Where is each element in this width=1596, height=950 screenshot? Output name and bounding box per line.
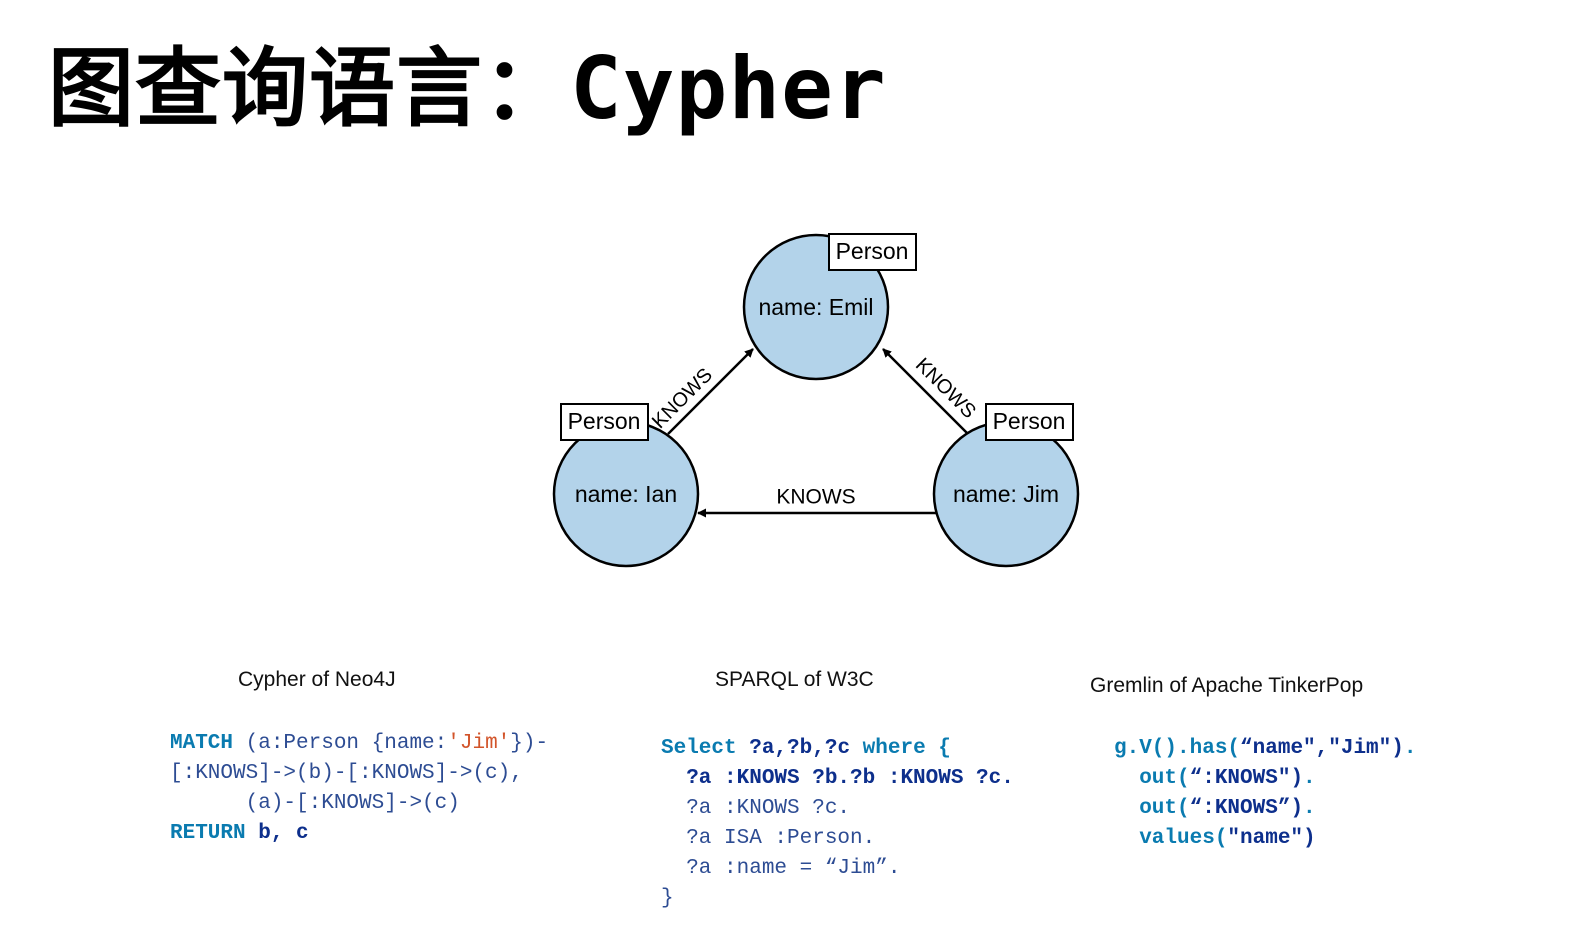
code-gremlin: g.V().has(“name","Jim"). out(“:KNOWS"). … bbox=[1114, 734, 1416, 854]
node-ian-text: name: Ian bbox=[575, 481, 677, 507]
node-jim-text: name: Jim bbox=[953, 481, 1059, 507]
gremlin-line3-end: . bbox=[1303, 797, 1316, 820]
label-emil: Person bbox=[836, 238, 909, 264]
gremlin-line2-fn: out( bbox=[1114, 767, 1190, 790]
label-box-jim bbox=[985, 403, 1074, 441]
code-cypher: MATCH (a:Person {name:'Jim'})- [:KNOWS]-… bbox=[170, 729, 548, 849]
cypher-line1-a: (a:Person {name: bbox=[233, 732, 448, 755]
gremlin-line4-args: "name") bbox=[1227, 827, 1316, 850]
title-chinese: 图查询语言： bbox=[48, 39, 570, 139]
label-box-emil bbox=[828, 233, 917, 271]
edge-label-ian-emil: KNOWS bbox=[648, 364, 717, 433]
edge-label-jim-ian: KNOWS bbox=[776, 486, 855, 509]
label-box-ian bbox=[560, 403, 649, 441]
edge-jim-emil bbox=[882, 348, 969, 435]
cypher-line3: (a)-[:KNOWS]->(c) bbox=[170, 792, 460, 815]
caption-gremlin: Gremlin of Apache TinkerPop bbox=[1090, 674, 1364, 697]
gremlin-line1-end: . bbox=[1403, 737, 1417, 760]
sparql-line5: ?a :name = “Jim”. bbox=[661, 857, 901, 880]
sparql-line6: } bbox=[661, 887, 674, 910]
caption-sparql: SPARQL of W3C bbox=[715, 668, 874, 691]
sparql-line3: ?a :KNOWS ?c. bbox=[661, 797, 851, 820]
gremlin-line4-fn: values( bbox=[1114, 827, 1228, 850]
code-sparql: Select ?a,?b,?c where { ?a :KNOWS ?b.?b … bbox=[661, 734, 1014, 914]
sparql-where-keyword: where { bbox=[862, 737, 951, 760]
gremlin-line1-args: “name","Jim") bbox=[1240, 737, 1404, 760]
edge-ian-emil bbox=[667, 348, 754, 435]
sparql-select-keyword: Select bbox=[661, 737, 737, 760]
title-cypher: Cypher bbox=[570, 39, 887, 139]
gremlin-line3-fn: out( bbox=[1114, 797, 1190, 820]
label-ian: Person bbox=[568, 408, 641, 434]
gremlin-line2-args: “:KNOWS") bbox=[1189, 767, 1304, 790]
gremlin-line1-fn: g.V().has( bbox=[1114, 737, 1241, 760]
cypher-line1-b: })- bbox=[510, 732, 549, 755]
gremlin-line3-args: “:KNOWS”) bbox=[1189, 797, 1304, 820]
node-emil-text: name: Emil bbox=[758, 294, 873, 320]
cypher-return-keyword: RETURN bbox=[170, 822, 246, 845]
cypher-line1-string: 'Jim' bbox=[447, 732, 511, 755]
sparql-line1-vars: ?a,?b,?c bbox=[736, 737, 863, 760]
sparql-line4: ?a ISA :Person. bbox=[661, 827, 876, 850]
cypher-match-keyword: MATCH bbox=[170, 732, 234, 755]
gremlin-line2-end: . bbox=[1303, 767, 1316, 790]
sparql-line2: ?a :KNOWS ?b.?b :KNOWS ?c. bbox=[661, 767, 1014, 790]
cypher-line2: [:KNOWS]->(b)-[:KNOWS]->(c), bbox=[170, 762, 523, 785]
page-title: 图查询语言：Cypher bbox=[48, 46, 887, 132]
cypher-line4-vars: b, c bbox=[245, 822, 309, 845]
graph-diagram: KNOWS KNOWS KNOWS name: Emil name: Ian n… bbox=[552, 233, 1080, 568]
label-jim: Person bbox=[993, 408, 1066, 434]
caption-cypher: Cypher of Neo4J bbox=[238, 668, 396, 691]
